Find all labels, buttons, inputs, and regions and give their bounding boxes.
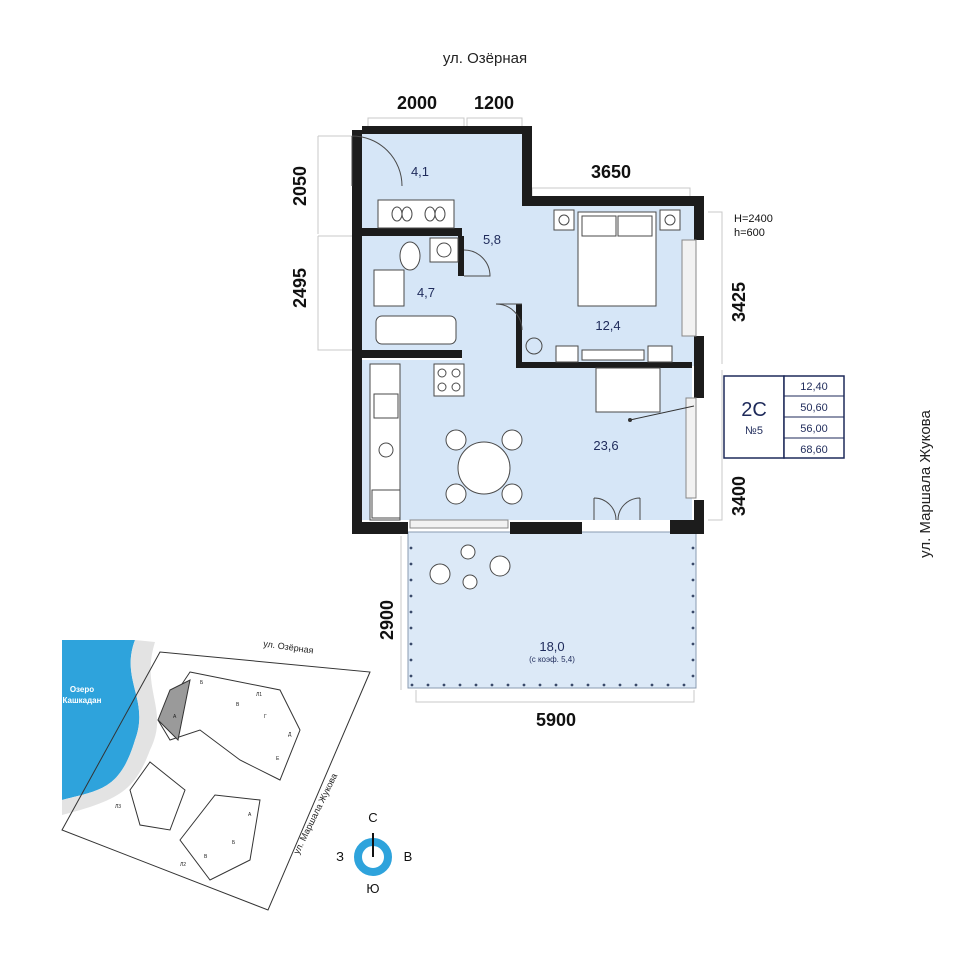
dim-left-upper: 2050: [290, 166, 310, 206]
railing-post: [409, 642, 413, 646]
area-bedroom: 12,4: [595, 318, 620, 333]
railing-post: [409, 658, 413, 662]
site-map: [61, 640, 371, 911]
area-terrace-note: (с коэф. 5,4): [529, 655, 575, 664]
terrace: [407, 531, 697, 689]
area-bathroom: 4,7: [417, 285, 435, 300]
railing-post: [538, 683, 542, 687]
apartment-number: №5: [745, 425, 763, 437]
apartment-area-4: 68,60: [800, 444, 828, 456]
compass-north: С: [368, 810, 377, 825]
railing-post: [426, 683, 430, 687]
railing-post: [409, 546, 413, 550]
map-building-l3: Л3: [115, 804, 121, 810]
railing-post: [409, 562, 413, 566]
walls: [352, 126, 704, 534]
dim-top-right: 3650: [591, 162, 631, 182]
map-section: Г: [264, 714, 267, 720]
railing-post: [691, 626, 695, 630]
map-section: А: [173, 714, 177, 720]
railing-post: [410, 683, 414, 687]
map-building-l2: Л2: [180, 862, 186, 868]
windows: [409, 239, 697, 529]
bedroom-furniture: [525, 209, 681, 363]
railing-post: [691, 610, 695, 614]
area-corridor: 5,8: [483, 232, 501, 247]
railing-post: [409, 610, 413, 614]
street-top-label: ул. Озёрная: [443, 50, 527, 67]
railing-post: [554, 683, 558, 687]
railing-post: [691, 546, 695, 550]
area-hall: 4,1: [411, 164, 429, 179]
area-terrace: 18,0: [539, 639, 564, 654]
map-section: Д: [288, 732, 292, 738]
dim-terrace-width: 5900: [536, 710, 576, 730]
railing-post: [506, 683, 510, 687]
railing-post: [409, 626, 413, 630]
doors: [351, 135, 641, 521]
railing-post: [586, 683, 590, 687]
dim-left-lower: 2495: [290, 268, 310, 308]
railing-post: [634, 683, 638, 687]
map-street-top: ул. Озёрная: [263, 639, 315, 656]
railing-post: [409, 674, 413, 678]
railing-post: [618, 683, 622, 687]
railing-post: [474, 683, 478, 687]
railing-post: [522, 683, 526, 687]
apartment-area-3: 56,00: [800, 423, 828, 435]
dim-top-left: 2000: [397, 93, 437, 113]
compass-west: З: [336, 849, 344, 864]
dim-right-lower: 3400: [729, 476, 749, 516]
lake-shape: [62, 640, 140, 800]
living-furniture: [369, 363, 695, 590]
railing-post: [570, 683, 574, 687]
railing-post: [458, 683, 462, 687]
railing-post: [691, 658, 695, 662]
railing-post: [650, 683, 654, 687]
railing-post: [691, 674, 695, 678]
railing-post: [682, 683, 686, 687]
railing-post: [666, 683, 670, 687]
street-right-label: ул. Маршала Жукова: [917, 410, 934, 558]
map-section: В: [204, 854, 208, 860]
railing-post: [409, 594, 413, 598]
apartment-info-table: [723, 375, 845, 459]
compass-south: Ю: [366, 881, 379, 896]
terrace-railing: [409, 546, 695, 687]
map-section: В: [236, 702, 240, 708]
area-living: 23,6: [593, 438, 618, 453]
railing-post: [490, 683, 494, 687]
highlighted-section: [157, 679, 191, 742]
map-section: Б: [232, 840, 236, 846]
map-street-diag: ул. Маршала Жукова: [291, 772, 339, 856]
apartment-area-1: 12,40: [800, 381, 828, 393]
apartment-area-2: 50,60: [800, 402, 828, 414]
railing-post: [442, 683, 446, 687]
map-section: Е: [276, 756, 280, 762]
map-lake-line1: Озеро: [70, 685, 94, 694]
railing-post: [409, 578, 413, 582]
dim-right-upper: 3425: [729, 282, 749, 322]
map-section: А: [248, 812, 252, 818]
railing-post: [691, 578, 695, 582]
apartment-type: 2С: [741, 399, 767, 421]
railing-post: [691, 642, 695, 646]
map-lake-line2: Кашкадан: [63, 696, 102, 705]
railing-post: [691, 562, 695, 566]
window-height-H: H=2400: [734, 213, 773, 225]
railing-post: [691, 594, 695, 598]
map-section: Б: [200, 680, 204, 686]
compass-east: В: [404, 849, 413, 864]
railing-post: [602, 683, 606, 687]
dim-top-mid: 1200: [474, 93, 514, 113]
bathroom-fixtures: [373, 199, 459, 345]
compass-icon: [354, 833, 392, 876]
map-building-l1: Л1: [256, 692, 262, 698]
window-height-h: h=600: [734, 227, 765, 239]
dim-terrace-height: 2900: [377, 600, 397, 640]
